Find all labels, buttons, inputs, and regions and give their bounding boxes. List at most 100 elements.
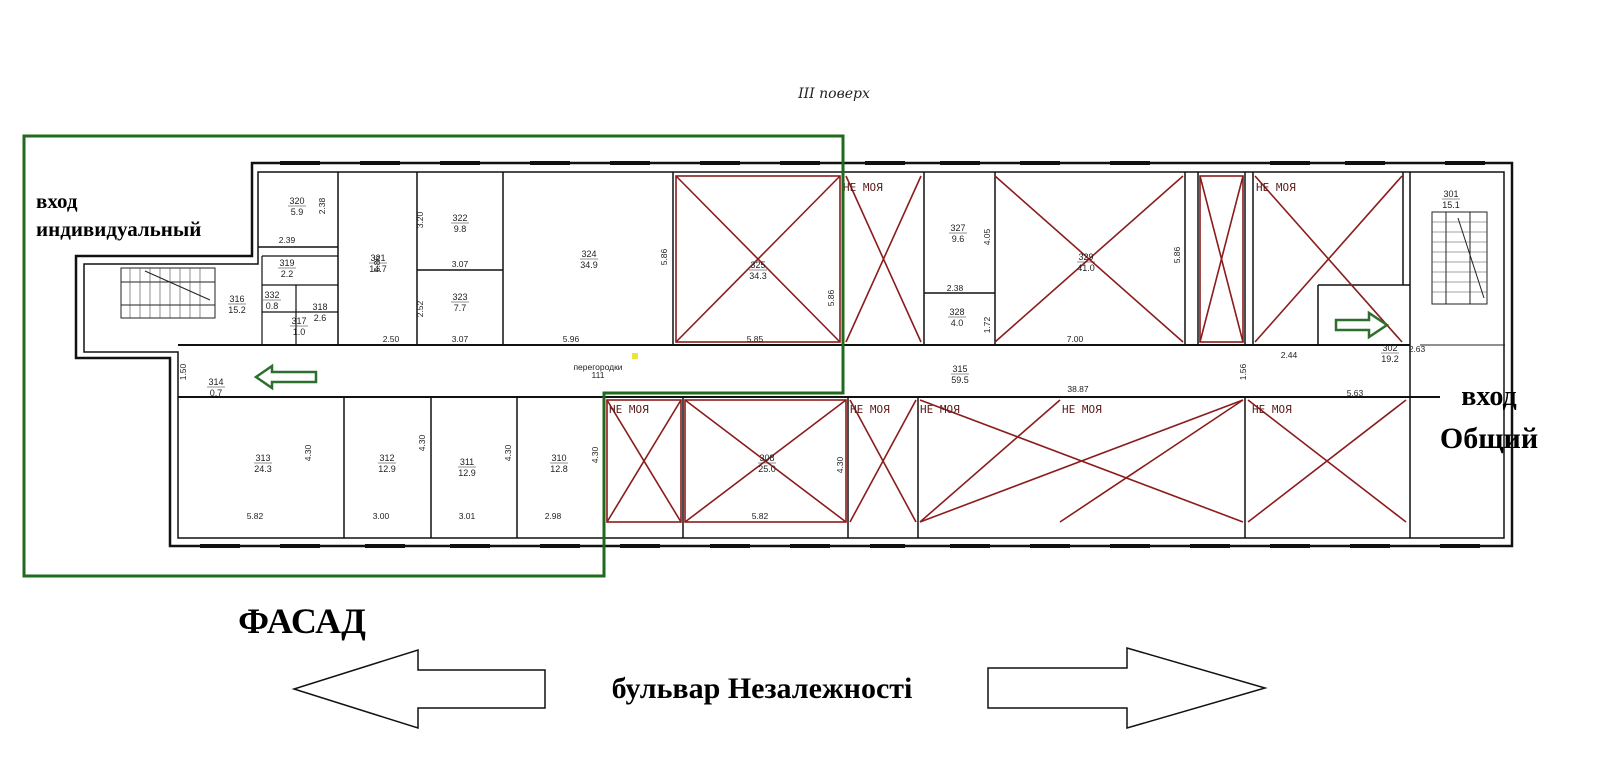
room-number: 308	[759, 453, 774, 463]
room-number: 312	[379, 453, 394, 463]
dimension-label: 5.63	[1347, 388, 1364, 398]
dimension-label: 5.82	[752, 511, 769, 521]
dimension-label: 4.05	[982, 228, 992, 245]
room-area: 34.3	[749, 271, 767, 281]
room-area: 9.6	[952, 234, 965, 244]
room-number: 319	[279, 258, 294, 268]
dimension-label: 2.39	[279, 235, 296, 245]
dimension-label: 2.52	[415, 300, 425, 317]
dimension-label: 3.00	[373, 511, 390, 521]
room-number: 332	[264, 290, 279, 300]
room-number: 327	[950, 223, 965, 233]
arrow-right-icon	[1334, 310, 1390, 340]
street-arrow-right-icon	[987, 647, 1268, 729]
room-number: 322	[452, 213, 467, 223]
room-area: 41.0	[1077, 263, 1095, 273]
dimension-label: 5.86	[826, 289, 836, 306]
dimension-label: 2.38	[317, 197, 327, 214]
room-area: 2.2	[281, 269, 294, 279]
not-mine-labels: НЕ МОЯ НЕ МОЯ НЕ МОЯ НЕ МОЯ НЕ МОЯ НЕ МО…	[609, 181, 1296, 416]
owned-area-outline	[22, 134, 845, 578]
dimension-label: 4.30	[590, 446, 600, 463]
dimension-label: 1.56	[1238, 363, 1248, 380]
room-number: 320	[289, 196, 304, 206]
not-mine-label: НЕ МОЯ	[1256, 181, 1296, 194]
dimension-label: 38.87	[1067, 384, 1089, 394]
room-area: 19.2	[1381, 354, 1399, 364]
dimension-label: 4.30	[417, 434, 427, 451]
dimension-label: 3.01	[459, 511, 476, 521]
dimension-label: 1.72	[982, 316, 992, 333]
not-mine-label: НЕ МОЯ	[1062, 403, 1102, 416]
dimension-label: 2.38	[947, 283, 964, 293]
window-marks	[200, 161, 1485, 548]
room-area: 34.9	[580, 260, 598, 270]
arrow-left-icon	[253, 363, 318, 391]
dimension-label: 3.07	[452, 259, 469, 269]
room-area: 59.5	[951, 375, 969, 385]
floor-label: III поверх	[797, 86, 870, 102]
not-mine-label: НЕ МОЯ	[609, 403, 649, 416]
room-area: 0.7	[210, 388, 223, 398]
not-mine-crosses	[606, 175, 1407, 523]
dimension-label: 2.50	[383, 334, 400, 344]
room-number: 323	[452, 292, 467, 302]
entrance-common-line1: вход	[1461, 381, 1516, 412]
dimension-label: 5.86	[659, 248, 669, 265]
room-area: 4.0	[951, 318, 964, 328]
not-mine-label: НЕ МОЯ	[843, 181, 883, 194]
dimension-label: 1.50	[178, 363, 188, 380]
not-mine-label: НЕ МОЯ	[850, 403, 890, 416]
dimension-label: 5.86	[372, 255, 382, 272]
dimension-label: 4.30	[835, 456, 845, 473]
room-area: 2.6	[314, 313, 327, 323]
dimension-label: 2.98	[545, 511, 562, 521]
room-number: 313	[255, 453, 270, 463]
room-number: 316	[229, 294, 244, 304]
not-mine-label: НЕ МОЯ	[1252, 403, 1292, 416]
dimension-label: 3.20	[415, 211, 425, 228]
dimension-label: 5.82	[247, 511, 264, 521]
dimension-label: 4.30	[503, 444, 513, 461]
room-area: 24.3	[254, 464, 272, 474]
room-number: 302	[1382, 343, 1397, 353]
room-area: 12.9	[378, 464, 396, 474]
dimension-label: 5.96	[563, 334, 580, 344]
room-area: 15.1	[1442, 200, 1460, 210]
building-outline	[74, 161, 1514, 548]
room-area: 5.9	[291, 207, 304, 217]
room-area: 14.7	[369, 264, 387, 274]
room-area: 7.7	[454, 303, 467, 313]
room-number: 328	[949, 307, 964, 317]
room-number: 301	[1443, 189, 1458, 199]
partitions-note-sub: 111	[592, 370, 605, 380]
street-label: бульвар Незалежності	[612, 672, 913, 705]
dimension-label: 4.30	[303, 444, 313, 461]
room-number: 318	[312, 302, 327, 312]
room-area: 15.2	[228, 305, 246, 315]
room-number: 311	[460, 457, 474, 467]
street-arrow-left-icon	[291, 648, 546, 730]
entrance-individual-line1: вход	[36, 189, 78, 213]
